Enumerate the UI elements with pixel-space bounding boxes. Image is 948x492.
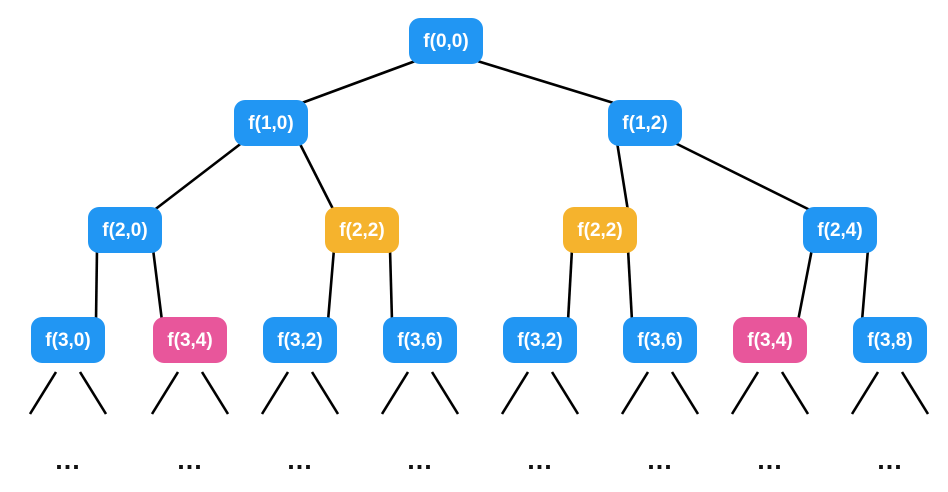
node-box-orange [563, 207, 637, 253]
tree-edge-stub [28, 371, 58, 415]
node-box-blue [263, 317, 337, 363]
node-box-blue [234, 100, 308, 146]
ellipsis-marker: ... [177, 445, 203, 475]
tree-node[interactable]: f(2,2) [563, 207, 637, 253]
node-box-blue [383, 317, 457, 363]
node-label: f(3,6) [637, 330, 682, 351]
tree-edge-stub [200, 371, 230, 415]
ellipsis-marker: ... [527, 445, 553, 475]
tree-node[interactable]: f(3,2) [263, 317, 337, 363]
tree-edge-stub [380, 371, 410, 415]
tree-edge [326, 248, 336, 322]
tree-node[interactable]: f(3,8) [853, 317, 927, 363]
node-box-blue [409, 18, 483, 64]
ellipsis-marker: ... [757, 445, 783, 475]
node-box-blue [608, 100, 682, 146]
tree-edge [796, 248, 814, 322]
ellipsis-marker: ... [877, 445, 903, 475]
tree-node[interactable]: f(2,4) [803, 207, 877, 253]
ellipsis-marker: ... [407, 445, 433, 475]
stub-edge-layer [28, 371, 930, 415]
ellipsis-marker: ... [287, 445, 313, 475]
ellipsis-layer: ........................ [55, 445, 903, 475]
tree-edge [860, 248, 870, 322]
tree-edge [615, 141, 630, 212]
node-label: f(0,0) [423, 31, 468, 52]
node-box-blue [88, 207, 162, 253]
node-box-blue [853, 317, 927, 363]
tree-node[interactable]: f(3,2) [503, 317, 577, 363]
tree-edge-stub [850, 371, 880, 415]
node-label: f(2,4) [817, 220, 862, 241]
tree-edge-stub [620, 371, 650, 415]
node-label: f(3,2) [277, 330, 322, 351]
tree-edge-stub [260, 371, 290, 415]
node-box-orange [325, 207, 399, 253]
ellipsis-marker: ... [647, 445, 673, 475]
tree-node[interactable]: f(1,0) [234, 100, 308, 146]
tree-node[interactable]: f(3,6) [383, 317, 457, 363]
node-box-blue [31, 317, 105, 363]
node-label: f(3,6) [397, 330, 442, 351]
tree-node[interactable]: f(2,0) [88, 207, 162, 253]
tree-edge-stub [900, 371, 930, 415]
node-label: f(3,0) [45, 330, 90, 351]
tree-edge [94, 248, 99, 322]
tree-edge-stub [150, 371, 180, 415]
node-label: f(2,2) [339, 220, 384, 241]
tree-edge-stub [780, 371, 810, 415]
node-layer: f(0,0) f(1,0) f(1,2) f(2,0) f(2,2) f(2,2) f(2,… [31, 18, 927, 363]
node-label: f(3,8) [867, 330, 912, 351]
node-label: f(2,0) [102, 220, 147, 241]
tree-edge [672, 140, 813, 213]
node-box-blue [803, 207, 877, 253]
node-box-pink [733, 317, 807, 363]
tree-edge [473, 58, 618, 106]
tree-edge [151, 248, 164, 322]
node-label: f(1,2) [622, 113, 667, 134]
tree-node[interactable]: f(3,6) [623, 317, 697, 363]
node-label: f(3,4) [167, 330, 212, 351]
tree-edge-stub [500, 371, 530, 415]
tree-node[interactable]: f(1,2) [608, 100, 682, 146]
node-label: f(1,0) [248, 113, 293, 134]
tree-edge [297, 141, 336, 212]
tree-edge [298, 58, 419, 106]
tree-edge-stub [430, 371, 460, 415]
tree-edge [388, 248, 394, 322]
tree-edge [566, 248, 574, 322]
tree-node[interactable]: f(3,4) [153, 317, 227, 363]
tree-node[interactable]: f(3,0) [31, 317, 105, 363]
node-label: f(2,2) [577, 220, 622, 241]
edge-layer [94, 58, 870, 322]
tree-node[interactable]: f(3,4) [733, 317, 807, 363]
ellipsis-marker: ... [55, 445, 81, 475]
tree-edge [626, 248, 634, 322]
node-box-blue [503, 317, 577, 363]
tree-node[interactable]: f(0,0) [409, 18, 483, 64]
node-label: f(3,2) [517, 330, 562, 351]
node-box-blue [623, 317, 697, 363]
tree-edge [152, 140, 244, 213]
node-label: f(3,4) [747, 330, 792, 351]
tree-edge-stub [310, 371, 340, 415]
node-box-pink [153, 317, 227, 363]
tree-edge-stub [78, 371, 108, 415]
tree-edge-stub [730, 371, 760, 415]
tree-edge-stub [550, 371, 580, 415]
tree-edge-stub [670, 371, 700, 415]
tree-node[interactable]: f(2,2) [325, 207, 399, 253]
